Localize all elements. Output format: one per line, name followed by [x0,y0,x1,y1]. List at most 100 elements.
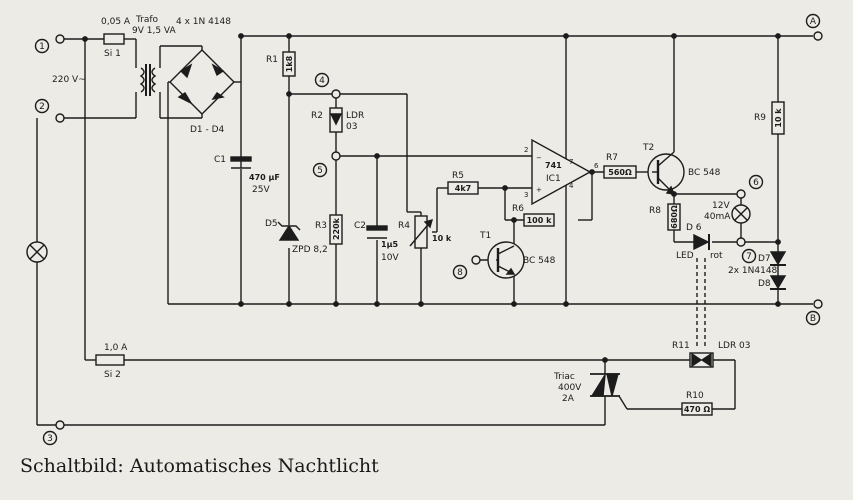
resistor-r1: 1k8 R1 [266,51,296,77]
ic1-pin-4: 4 [569,182,574,190]
figure-caption: Schaltbild: Automatisches Nachtlicht [20,455,379,477]
c2-ref: C2 [354,221,366,231]
resistor-r3: 220k R3 [315,214,343,245]
fuse-si1-value: 0,05 A [101,17,131,27]
terminal-5: 5 [312,151,341,178]
fuse-si2-value: 1,0 A [104,343,128,353]
fuse-si1-ref: Si 1 [104,49,121,59]
ic1-pin-3: 3 [524,191,528,199]
ic1-pin-2: 2 [524,146,528,154]
mains-lamp [26,241,48,263]
r2-type: LDR [346,111,364,121]
t2-type: BC 548 [688,168,721,178]
r10-ref: R10 [686,391,704,401]
r1-ref: R1 [266,55,278,65]
resistor-r8: 680Ω R8 [649,203,681,231]
r3-ref: R3 [315,221,327,231]
terminal-7: 7 [736,237,757,264]
terminal-a-label: A [810,17,817,27]
capacitor-c2: C2 1µ5 10V [354,221,399,263]
terminal-2-label: 2 [39,102,45,112]
terminal-8-label: 8 [457,268,463,278]
r4-ref: R4 [398,221,410,231]
triac-current: 2A [562,394,575,404]
terminal-b: B [805,299,823,326]
r7-value: 560Ω [608,168,632,177]
c1-value: 470 µF [249,173,280,182]
transistor-t1: T1 BC 548 [479,231,556,279]
r9-value: 10 k [774,108,783,128]
fuse-si1: 0,05 A Si 1 [101,17,131,59]
d5-value: ZPD 8,2 [292,245,328,255]
bridge-ref: D1 - D4 [190,125,225,135]
wiring [36,35,813,426]
trafo-rating: 9V 1,5 VA [132,26,176,36]
lamp-12v: 12V 40mA [704,201,751,224]
ic1-type: 741 [545,161,562,170]
terminal-8: 8 [452,255,481,280]
t1-ref: T1 [479,231,491,241]
terminal-2: 2 [34,98,65,123]
terminal-b-label: B [810,314,816,324]
d6-color: rot [710,251,723,261]
resistor-r7: 560Ω R7 [603,153,637,179]
bridge-rectifier: 4 x 1N 4148 D1 - D4 [169,17,235,135]
r11-ref: R11 [672,341,690,351]
r9-ref: R9 [754,113,766,123]
ldr-r11: R11 LDR 03 [672,341,751,368]
t2-ref: T2 [642,143,654,153]
r10-value: 470 Ω [684,405,710,414]
r5-ref: R5 [452,171,464,181]
r8-value: 680Ω [670,205,679,229]
terminal-6: 6 [736,174,764,199]
r8-ref: R8 [649,206,661,216]
resistor-r10: 470 Ω R10 [681,391,713,416]
potentiometer-r4: R4 10 k [398,215,452,249]
terminal-5-label: 5 [317,166,323,176]
r2-ref: R2 [311,111,323,121]
triac-name: Triac [553,372,575,382]
terminal-1-label: 1 [39,42,45,52]
terminal-4: 4 [314,72,341,99]
resistor-r5: 4k7 R5 [447,171,479,195]
led-d6: D 6 LED rot [676,223,723,261]
terminal-4-label: 4 [319,76,325,86]
d6-ref: D 6 [686,223,702,233]
mains-voltage-label: 220 V~ [52,75,86,85]
d7-ref: D7 [758,254,771,264]
t1-type: BC 548 [523,256,556,266]
r2-type-num: 03 [346,122,357,132]
triac: Triac 400V 2A [553,372,620,404]
fuse-si2: 1,0 A Si 2 [95,343,128,380]
r6-value: 100 k [527,216,552,225]
r11-type: LDR 03 [718,341,751,351]
resistor-r6: 100 k R6 [512,204,555,227]
zener-d5: D5 ZPD 8,2 [265,219,328,255]
c1-ref: C1 [214,155,226,165]
c2-value: 1µ5 [381,240,398,249]
diodes-d7-d8: D7 2x 1N4148 D8 [728,251,787,290]
terminal-a: A [805,13,823,41]
ic1-pin-7: 7 [569,158,573,166]
transformer-symbol: Trafo 9V 1,5 VA [132,15,176,96]
ic1-minus: − [536,154,542,162]
lamp-voltage: 12V [712,201,730,211]
d8-ref: D8 [758,279,771,289]
ldr-r2: R2 LDR 03 [311,107,364,133]
ic1-ref: IC1 [546,174,561,184]
lamp-current: 40mA [704,212,731,222]
terminal-7-label: 7 [746,252,752,262]
r6-ref: R6 [512,204,524,214]
fuse-si2-ref: Si 2 [104,370,121,380]
resistor-r9: 10 k R9 [754,101,785,135]
r5-value: 4k7 [455,184,471,193]
terminal-3-label: 3 [47,434,53,444]
ic1-plus: + [536,186,542,194]
d5-ref: D5 [265,219,278,229]
trafo-name: Trafo [135,15,159,25]
transistor-t2: T2 BC 548 [642,143,721,195]
opamp-ic1: − + 741 IC1 2 3 6 7 4 [524,138,599,206]
d7-d8-type: 2x 1N4148 [728,266,778,276]
